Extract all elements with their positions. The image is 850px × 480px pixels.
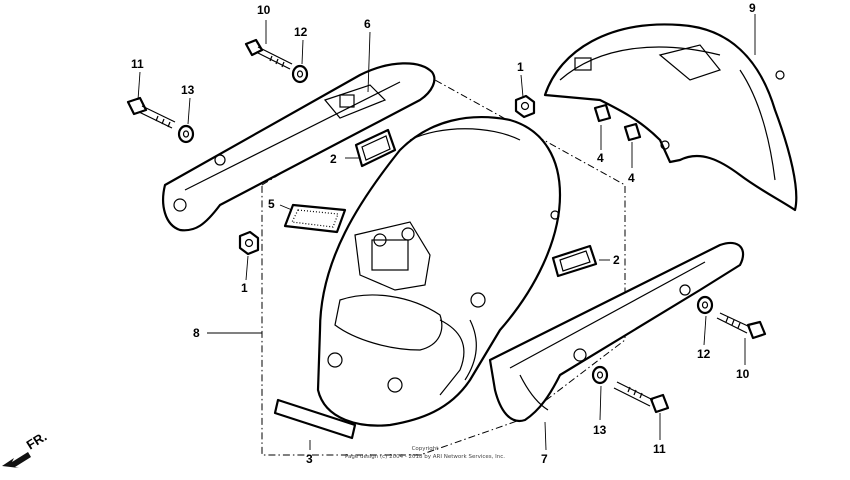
inner-fender-part[interactable] xyxy=(316,115,562,427)
front-arrow-icon xyxy=(2,452,31,468)
left-grab-rail-part[interactable] xyxy=(162,62,436,232)
callout-labels: 10 12 6 9 11 13 1 2 4 4 5 1 2 8 12 10 13… xyxy=(131,1,756,466)
callout-2-upper: 2 xyxy=(330,152,337,166)
copyright-line-2: Page design (c) 2004 - 2018 by ARI Netwo… xyxy=(345,454,505,460)
callout-12-top: 12 xyxy=(294,25,308,39)
rear-strip-part[interactable] xyxy=(273,398,357,440)
right-grab-rail-part[interactable] xyxy=(488,241,745,423)
bolt-top-part[interactable] xyxy=(244,38,293,70)
copyright-notice: Copyright Page design (c) 2004 - 2018 by… xyxy=(345,446,505,460)
callout-10-top: 10 xyxy=(257,3,271,17)
nut-top-part[interactable] xyxy=(514,94,536,119)
callout-4-b: 4 xyxy=(628,171,635,185)
rubber-pad-lower-part[interactable] xyxy=(551,244,598,278)
callout-9: 9 xyxy=(749,1,756,15)
callout-1-left: 1 xyxy=(241,281,248,295)
leader-lines xyxy=(137,14,756,451)
long-bolt-right-part[interactable] xyxy=(613,381,670,414)
rear-fender-part[interactable] xyxy=(543,23,798,212)
callout-1-top: 1 xyxy=(517,60,524,74)
callout-5: 5 xyxy=(268,197,275,211)
callout-13-left: 13 xyxy=(181,83,195,97)
callout-12-right: 12 xyxy=(697,347,711,361)
long-bolt-left-part[interactable] xyxy=(126,96,176,129)
callout-6: 6 xyxy=(364,17,371,31)
callout-7: 7 xyxy=(541,452,548,466)
front-direction-label: FR. xyxy=(24,429,50,453)
bolt-right-part[interactable] xyxy=(716,312,767,340)
washer-lower-part[interactable] xyxy=(591,365,609,385)
callout-2-lower: 2 xyxy=(613,253,620,267)
callout-11-left: 11 xyxy=(131,57,144,71)
callout-8: 8 xyxy=(193,326,200,340)
clip-nut-a-part[interactable] xyxy=(593,103,612,123)
washer-top-part[interactable] xyxy=(291,64,309,84)
nut-left-part[interactable] xyxy=(238,230,260,256)
reflector-pad-part[interactable] xyxy=(283,203,347,234)
washer-left-part[interactable] xyxy=(177,124,195,144)
rubber-pad-upper-part[interactable] xyxy=(354,128,397,168)
callout-4-a: 4 xyxy=(597,151,604,165)
copyright-line-1: Copyright xyxy=(412,446,440,452)
front-direction-indicator: FR. xyxy=(2,429,49,468)
assembly-outline xyxy=(261,79,626,456)
callout-10-right: 10 xyxy=(736,367,750,381)
callout-13-lower: 13 xyxy=(593,423,607,437)
callout-11-right: 11 xyxy=(653,442,666,456)
clip-nut-b-part[interactable] xyxy=(623,122,642,142)
washer-right-part[interactable] xyxy=(696,295,714,315)
callout-3: 3 xyxy=(306,452,313,466)
